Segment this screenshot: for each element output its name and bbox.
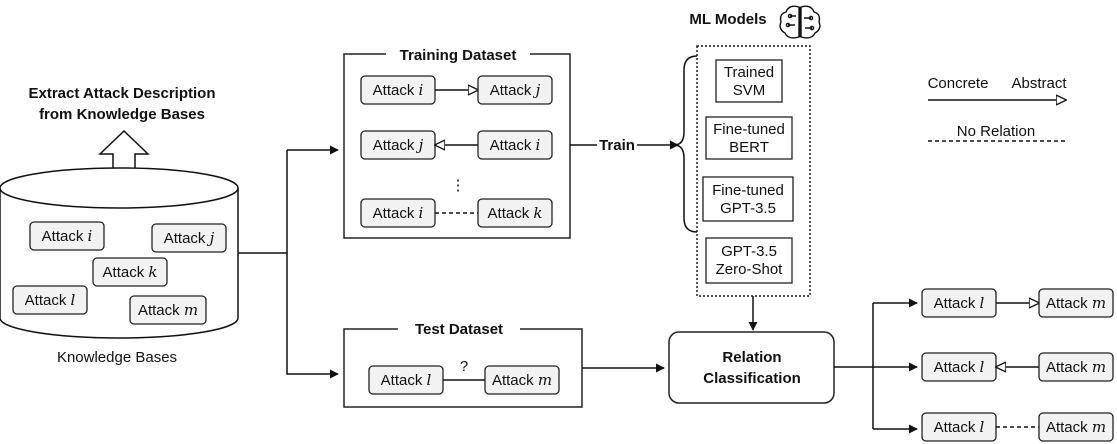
training-row-3: Attack i Attack k bbox=[360, 198, 553, 228]
svg-text:Attack l: Attack l bbox=[934, 418, 985, 436]
svg-text:Attack l: Attack l bbox=[381, 371, 432, 389]
svg-text:Attack l: Attack l bbox=[25, 291, 76, 309]
svg-text:Fine-tuned: Fine-tuned bbox=[713, 121, 785, 138]
extract-title-line2: from Knowledge Bases bbox=[39, 106, 205, 123]
svg-text:Attack l: Attack l bbox=[934, 294, 985, 312]
result-row-1: Attack l Attack m bbox=[921, 288, 1114, 318]
model-fine-tuned-bert: Fine-tuned BERT bbox=[705, 116, 793, 160]
test-question-mark: ? bbox=[460, 358, 468, 375]
classification-line2: Classification bbox=[703, 370, 801, 387]
svg-text:Attack j: Attack j bbox=[373, 136, 424, 154]
svg-text:Fine-tuned: Fine-tuned bbox=[712, 182, 784, 199]
result-row-2: Attack l Attack m bbox=[921, 352, 1114, 382]
svg-text:Zero-Shot: Zero-Shot bbox=[716, 261, 784, 278]
test-pair: Attack l ? Attack m bbox=[368, 358, 560, 395]
legend-no-relation: No Relation bbox=[957, 123, 1035, 140]
kb-attack-j: Attack j bbox=[151, 223, 227, 253]
svg-text:Attack i: Attack i bbox=[490, 136, 541, 154]
kb-attack-m: Attack m bbox=[129, 295, 207, 325]
legend-concrete: Concrete bbox=[928, 75, 989, 92]
training-row-2: Attack j Attack i bbox=[360, 130, 553, 160]
svg-text:Trained: Trained bbox=[724, 64, 774, 81]
svg-text:Attack i: Attack i bbox=[373, 204, 424, 222]
relation-classification-box bbox=[668, 331, 835, 404]
svg-text:Attack m: Attack m bbox=[1046, 418, 1106, 436]
training-row-1: Attack i Attack j bbox=[360, 75, 553, 105]
svg-text:Attack k: Attack k bbox=[103, 263, 158, 281]
kb-to-test-arrow bbox=[286, 253, 339, 379]
brain-circuit-icon bbox=[779, 5, 821, 39]
svg-text:Attack j: Attack j bbox=[490, 81, 541, 99]
svg-text:Attack k: Attack k bbox=[488, 204, 543, 222]
svg-text:Attack i: Attack i bbox=[42, 227, 93, 245]
legend: Concrete Abstract No Relation bbox=[928, 75, 1067, 142]
knowledge-bases-caption: Knowledge Bases bbox=[57, 349, 177, 366]
training-dataset-title: Training Dataset bbox=[400, 47, 517, 64]
result-row-3: Attack l Attack m bbox=[921, 412, 1114, 442]
extract-title-line1: Extract Attack Description bbox=[28, 85, 215, 102]
kb-attack-l: Attack l bbox=[12, 285, 88, 315]
svg-text:Attack m: Attack m bbox=[492, 371, 552, 389]
test-dataset-title: Test Dataset bbox=[415, 321, 503, 338]
classification-line1: Relation bbox=[722, 349, 781, 366]
train-label: Train bbox=[599, 137, 635, 154]
kb-attack-k: Attack k bbox=[92, 257, 168, 287]
svg-text:Attack m: Attack m bbox=[1046, 294, 1106, 312]
models-brace bbox=[673, 55, 698, 233]
svg-text:GPT-3.5: GPT-3.5 bbox=[720, 200, 776, 217]
training-ellipsis: ⋮ bbox=[451, 177, 466, 194]
svg-text:Attack l: Attack l bbox=[934, 358, 985, 376]
kb-connector-line bbox=[238, 150, 288, 254]
svg-text:BERT: BERT bbox=[729, 139, 769, 156]
model-trained-svm: Trained SVM bbox=[715, 59, 783, 103]
svg-text:SVM: SVM bbox=[733, 82, 766, 99]
ml-models-title: ML Models bbox=[689, 11, 766, 28]
model-fine-tuned-gpt35: Fine-tuned GPT-3.5 bbox=[702, 176, 794, 222]
svg-text:Attack m: Attack m bbox=[1046, 358, 1106, 376]
kb-attack-i: Attack i bbox=[29, 221, 105, 251]
svg-text:Attack i: Attack i bbox=[373, 81, 424, 99]
svg-text:Attack j: Attack j bbox=[164, 229, 215, 247]
model-gpt35-zero-shot: GPT-3.5 Zero-Shot bbox=[705, 237, 793, 284]
ml-models-frame bbox=[696, 45, 811, 297]
svg-text:Attack m: Attack m bbox=[138, 301, 198, 319]
legend-abstract: Abstract bbox=[1011, 75, 1067, 92]
svg-text:GPT-3.5: GPT-3.5 bbox=[721, 243, 777, 260]
